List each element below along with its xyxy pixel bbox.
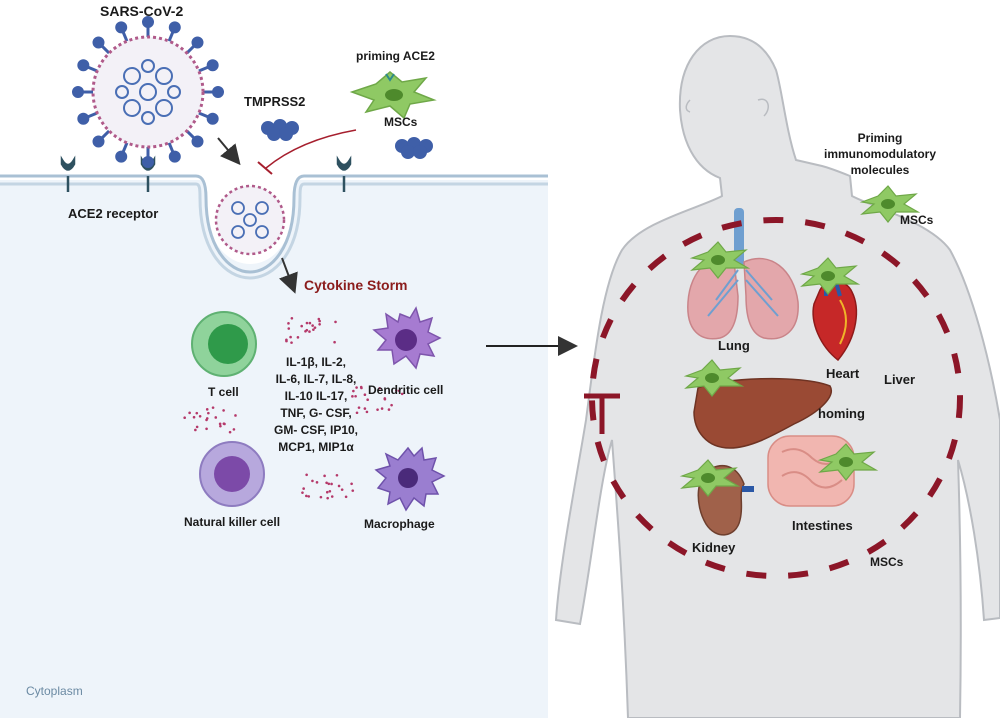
liver-icon [693,377,832,449]
svg-text:Priming: Priming [858,131,903,145]
t-cell-icon [191,311,257,377]
intestines-icon [767,435,855,507]
lung-label: Lung [718,338,750,353]
msc-label-left: MSCs [384,115,418,129]
priming-molecules-label: Priming immunomodulatory molecules [824,131,936,177]
cytokine-line: IL-6, IL-7, IL-8, [276,372,357,386]
intestines-label: Intestines [792,518,853,533]
msc-cell-icon [349,71,437,120]
cytokine-line: GM- CSF, IP10, [274,423,358,437]
entry-arrow [217,137,241,166]
kidney-label: Kidney [692,540,736,555]
natural-killer-cell-label: Natural killer cell [184,515,280,529]
virus-label: SARS-CoV-2 [100,3,183,19]
tmprss2-label: TMPRSS2 [244,94,305,109]
blocker-mark [584,393,620,434]
cytokine-line: IL-10 IL-17, [285,389,348,403]
inhibition-arrow [265,129,357,169]
sars-cov-2-virus-icon [72,16,224,168]
dendritic-cell-label: Dendritic cell [368,383,443,397]
liver-label: Liver [884,372,915,387]
msc-label-bottom: MSCs [870,555,904,569]
macrophage-icon [374,446,446,512]
macrophage-label: Macrophage [364,517,435,531]
cytokine-line: TNF, G- CSF, [280,406,351,420]
human-body-silhouette [554,34,1000,719]
svg-text:immunomodulatory: immunomodulatory [824,147,936,161]
cytokine-line: MCP1, MIP1α [278,440,354,454]
tmprss2-protein-icon [261,119,433,159]
msc-organ-icons [679,185,921,497]
cytokine-storm-label: Cytokine Storm [304,277,407,293]
ace2-receptor-icon [60,155,352,192]
svg-text:molecules: molecules [851,163,910,177]
lung-icon [687,208,799,340]
cytokine-line: IL-1β, IL-2, [286,355,346,369]
natural-killer-cell-icon [199,441,265,507]
ace2-receptor-label: ACE2 receptor [68,206,158,221]
msc-label-top: MSCs [900,213,934,227]
cytoplasm-region [0,180,548,718]
dendritic-cell-icon [372,306,442,370]
cytoplasm-label: Cytoplasm [26,684,83,698]
cytokine-list: IL-1β, IL-2, IL-6, IL-7, IL-8, IL-10 IL-17… [274,355,358,454]
cell-membrane [0,174,548,280]
t-cell-label: T cell [208,385,239,399]
homing-label: homing [818,406,865,421]
heart-label: Heart [826,366,860,381]
priming-ace2-label: priming ACE2 [356,49,435,63]
storm-arrow [279,257,298,294]
cytokine-particles [183,317,404,500]
homing-dashed-circle [589,217,963,579]
endocytosed-virus-icon [214,184,286,256]
